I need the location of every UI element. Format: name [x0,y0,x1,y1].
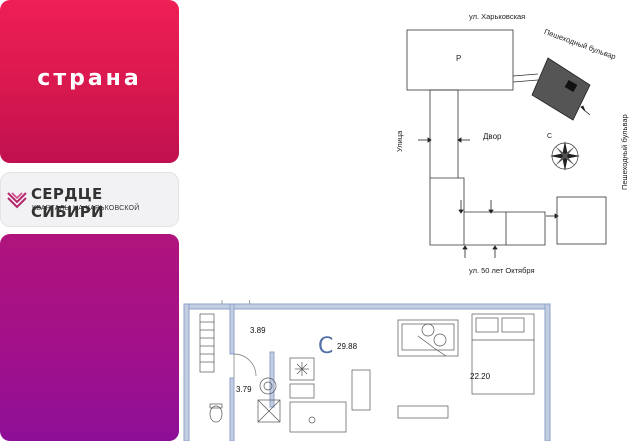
room-type-letter: С [318,334,334,359]
site-plan [406,29,607,258]
total-area: 29.88 [337,342,358,351]
building-right [556,196,607,245]
street-top-label: ул. Харьковская [469,12,526,21]
brand-logo: страна [37,66,142,91]
building-dark [531,57,591,121]
yard-label: Двор [483,132,502,141]
bath-area: 3.79 [236,385,252,394]
street-bottom-label: ул. 50 лет Октября [469,266,535,275]
building-main [429,89,546,246]
compass-letter: С [547,133,553,140]
living-area: 22.20 [470,372,491,381]
compass-icon [550,141,580,171]
building-parking [406,29,514,91]
complex-name: СЕРДЦЕ СИБИРИ [31,185,104,221]
street-left-label: Улица [395,130,404,152]
promo-panel [0,234,179,441]
heart-logo-icon [7,192,27,209]
complex-subtitle: КВАРТАЛЫ НА ХАРЬКОВСКОЙ [32,205,140,212]
brand-panel: страна [0,0,179,163]
floor-plan [183,300,551,441]
boulevard-right-label: Пешеходный бульвар [620,114,629,190]
hall-area: 3.89 [250,326,266,335]
complex-logo-panel: СЕРДЦЕ СИБИРИ КВАРТАЛЫ НА ХАРЬКОВСКОЙ [0,172,179,227]
parking-label: P [456,54,462,63]
